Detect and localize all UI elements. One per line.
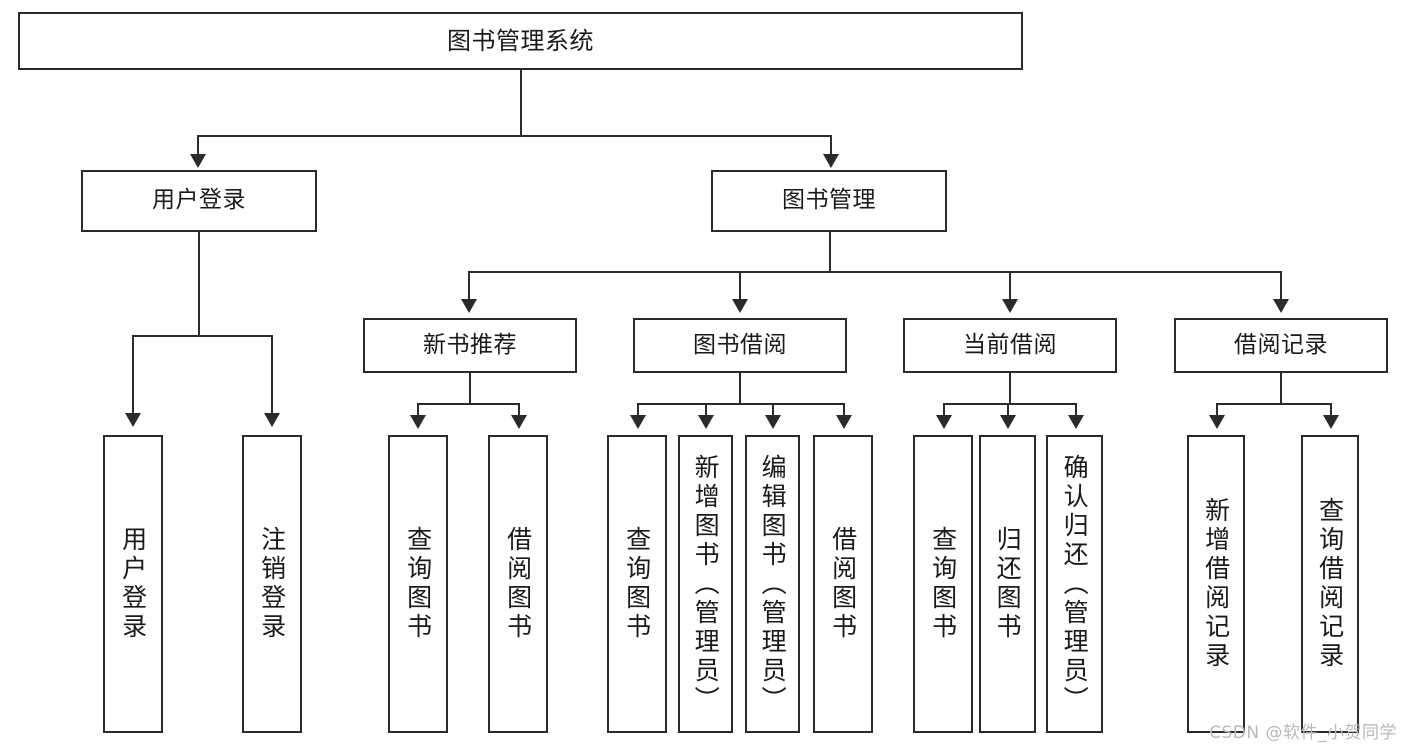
arrow-current-borrow-leaf-2 [1000, 415, 1016, 429]
leaf-add-borrow-record[interactable]: 新增借阅记录 [1187, 435, 1245, 733]
connector-book-mgmt-stem [829, 232, 831, 272]
connector-book-borrow-drop-2 [705, 403, 707, 417]
node-label: 编辑图书（管理员） [758, 453, 788, 715]
arrow-user-login-leaf-2 [264, 413, 280, 427]
connector-book-borrow-bus [637, 403, 844, 405]
connector-user-login-bus [132, 335, 272, 337]
node-label: 当前借阅 [963, 331, 1057, 358]
node-book-borrow[interactable]: 图书借阅 [633, 318, 847, 373]
connector-borrow-record-drop-1 [1216, 403, 1218, 417]
connector-borrow-record-stem [1280, 373, 1282, 404]
arrow-book-mgmt-to-borrow-record [1273, 299, 1289, 313]
node-label: 借阅记录 [1234, 331, 1328, 358]
leaf-edit-book-admin[interactable]: 编辑图书（管理员） [745, 435, 800, 733]
node-user-login[interactable]: 用户登录 [81, 170, 317, 232]
arrow-borrow-record-leaf-1 [1209, 415, 1225, 429]
node-label: 借阅图书 [828, 526, 858, 642]
node-label: 查询图书 [928, 526, 958, 642]
leaf-user-login[interactable]: 用户登录 [103, 435, 163, 733]
connector-book-borrow-drop-3 [772, 403, 774, 417]
node-label: 新增借阅记录 [1201, 497, 1231, 671]
connector-root-bus [197, 135, 832, 137]
connector-book-borrow-drop-1 [637, 403, 639, 417]
connector-borrow-record-bus [1216, 403, 1331, 405]
node-label: 确认归还（管理员） [1060, 453, 1090, 715]
arrow-book-mgmt-to-new-book [461, 299, 477, 313]
leaf-confirm-return-admin[interactable]: 确认归还（管理员） [1046, 435, 1103, 733]
connector-current-borrow-bus [943, 403, 1076, 405]
connector-root-to-user-login [197, 135, 199, 156]
node-label: 图书管理 [782, 187, 876, 214]
node-new-book-recommend[interactable]: 新书推荐 [363, 318, 577, 373]
node-label: 新增图书（管理员） [691, 453, 721, 715]
leaf-borrow-book[interactable]: 借阅图书 [813, 435, 873, 733]
node-label: 用户登录 [118, 526, 148, 642]
node-label: 注销登录 [257, 526, 287, 642]
arrow-borrow-record-leaf-2 [1323, 415, 1339, 429]
connector-book-mgmt-bus [468, 271, 1282, 273]
leaf-query-borrow-record[interactable]: 查询借阅记录 [1301, 435, 1359, 733]
connector-book-mgmt-drop-1 [468, 271, 470, 301]
node-label: 查询图书 [403, 526, 433, 642]
connector-book-borrow-drop-4 [843, 403, 845, 417]
leaf-add-book-admin[interactable]: 新增图书（管理员） [678, 435, 733, 733]
arrow-user-login-leaf-1 [125, 413, 141, 427]
arrow-book-borrow-leaf-4 [836, 415, 852, 429]
node-label: 新书推荐 [423, 331, 517, 358]
connector-book-borrow-stem [739, 373, 741, 404]
arrow-current-borrow-leaf-1 [936, 415, 952, 429]
arrow-root-to-book-mgmt [823, 154, 839, 168]
connector-current-borrow-drop-2 [1007, 403, 1009, 417]
arrow-book-borrow-leaf-1 [630, 415, 646, 429]
connector-borrow-record-drop-2 [1330, 403, 1332, 417]
leaf-query-book-borrow[interactable]: 查询图书 [607, 435, 667, 733]
node-book-management[interactable]: 图书管理 [711, 170, 947, 232]
arrow-current-borrow-leaf-3 [1068, 415, 1084, 429]
node-label: 图书管理系统 [447, 26, 594, 55]
connector-new-book-drop-1 [417, 403, 419, 417]
connector-current-borrow-drop-1 [943, 403, 945, 417]
node-label: 图书借阅 [693, 331, 787, 358]
node-label: 借阅图书 [503, 526, 533, 642]
leaf-query-book-recommend[interactable]: 查询图书 [388, 435, 448, 733]
leaf-query-book-current[interactable]: 查询图书 [913, 435, 973, 733]
connector-current-borrow-drop-3 [1075, 403, 1077, 417]
arrow-book-mgmt-to-book-borrow [732, 299, 748, 313]
connector-user-login-drop-1 [132, 335, 134, 415]
connector-root-stem [520, 70, 522, 136]
node-label: 用户登录 [152, 187, 246, 214]
node-label: 归还图书 [993, 526, 1023, 642]
arrow-new-book-leaf-2 [511, 415, 527, 429]
connector-book-mgmt-drop-4 [1280, 271, 1282, 301]
connector-book-mgmt-drop-3 [1009, 271, 1011, 301]
node-borrow-record[interactable]: 借阅记录 [1174, 318, 1388, 373]
leaf-return-book[interactable]: 归还图书 [979, 435, 1036, 733]
arrow-book-mgmt-to-current-borrow [1002, 299, 1018, 313]
connector-new-book-stem [469, 373, 471, 404]
node-current-borrow[interactable]: 当前借阅 [903, 318, 1117, 373]
leaf-borrow-book-recommend[interactable]: 借阅图书 [488, 435, 548, 733]
connector-new-book-drop-2 [518, 403, 520, 417]
connector-book-mgmt-drop-2 [739, 271, 741, 301]
node-root-system[interactable]: 图书管理系统 [18, 12, 1023, 70]
arrow-new-book-leaf-1 [410, 415, 426, 429]
connector-current-borrow-stem [1009, 373, 1011, 404]
connector-new-book-bus [417, 403, 519, 405]
node-label: 查询图书 [622, 526, 652, 642]
connector-root-to-book-mgmt [830, 135, 832, 156]
connector-user-login-drop-2 [271, 335, 273, 415]
arrow-root-to-user-login [190, 154, 206, 168]
arrow-book-borrow-leaf-3 [765, 415, 781, 429]
leaf-logout[interactable]: 注销登录 [242, 435, 302, 733]
node-label: 查询借阅记录 [1315, 497, 1345, 671]
connector-user-login-stem [198, 232, 200, 336]
arrow-book-borrow-leaf-2 [698, 415, 714, 429]
